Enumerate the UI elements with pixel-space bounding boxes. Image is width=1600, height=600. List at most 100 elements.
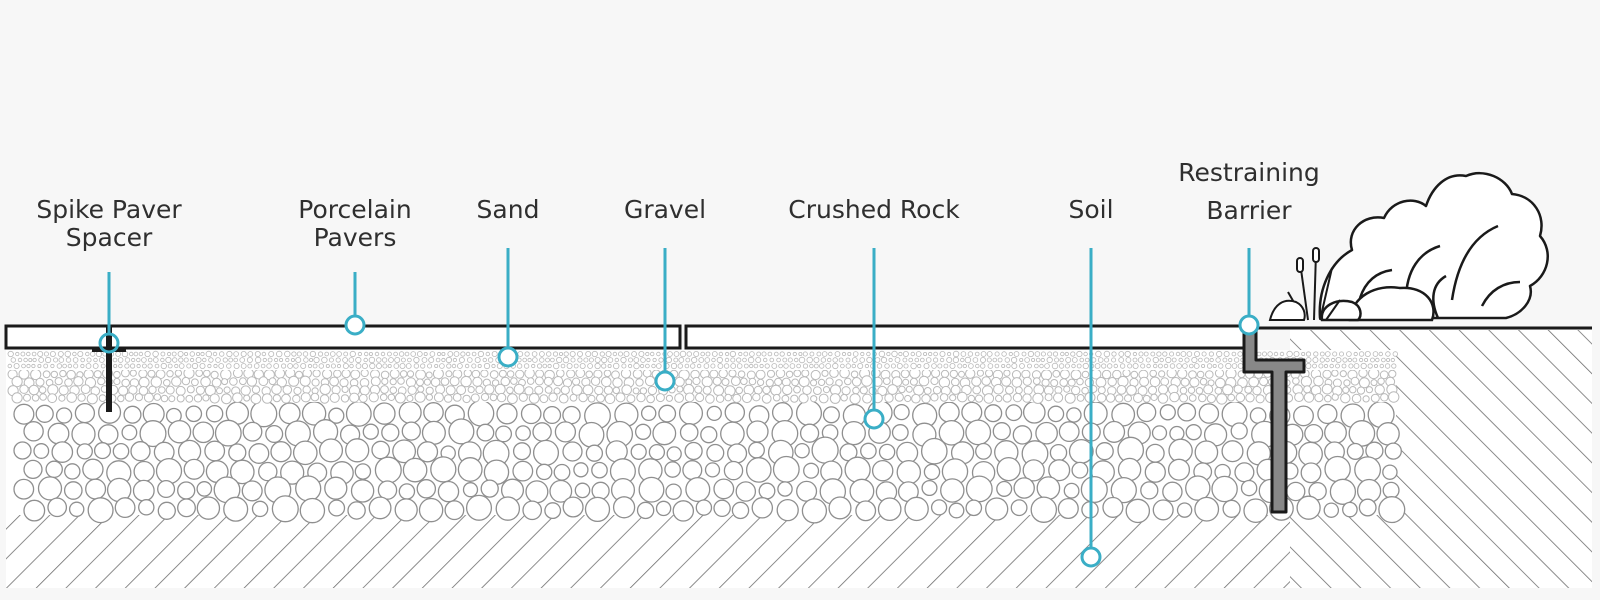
- gravel-stone: [1160, 377, 1170, 387]
- sand-grain: [1305, 357, 1312, 363]
- crushed-rock-stone: [704, 462, 721, 478]
- sand-grain: [946, 356, 953, 363]
- gravel-stone: [425, 386, 434, 395]
- gravel-stone: [793, 369, 802, 378]
- crushed-rock-stone: [82, 458, 104, 481]
- gravel-stone: [1370, 393, 1380, 403]
- sand-grain: [717, 363, 724, 369]
- gravel-stone: [732, 393, 742, 403]
- crushed-rock-stone: [1300, 462, 1322, 484]
- gravel-stone: [1015, 386, 1023, 395]
- sand-grain: [531, 351, 538, 357]
- crushed-rock-stone: [1057, 497, 1079, 520]
- sand-grain: [729, 350, 737, 358]
- gravel-stone: [676, 385, 684, 393]
- sand-grain: [1040, 351, 1046, 357]
- gravel-stone: [822, 386, 831, 394]
- crushed-rock-stone: [223, 496, 249, 522]
- gravel-stone: [712, 376, 722, 386]
- crushed-rock-stone: [685, 476, 711, 503]
- sand-grain: [917, 363, 922, 369]
- gravel-stone: [757, 378, 765, 386]
- crushed-rock-stone: [402, 457, 428, 483]
- sand-grain: [1391, 363, 1397, 369]
- gravel-stone: [1067, 378, 1076, 387]
- sand-grain: [816, 351, 822, 357]
- gravel-stone: [124, 392, 135, 402]
- gravel-stone: [859, 386, 868, 395]
- gravel-stone: [515, 369, 525, 379]
- gravel-stone: [1052, 369, 1061, 378]
- gravel-stone: [58, 385, 69, 396]
- sand-grain: [1039, 363, 1044, 369]
- crushed-rock-stone: [921, 479, 938, 497]
- sand-grain: [1222, 357, 1228, 363]
- sand-grain: [1035, 357, 1041, 363]
- sand-grain: [759, 363, 764, 369]
- sand-grain: [435, 357, 441, 363]
- crushed-rock-stone: [1243, 498, 1269, 524]
- sand-grain: [460, 351, 466, 357]
- sand-grain: [226, 350, 233, 358]
- gravel-stone: [801, 369, 810, 378]
- sand-grain: [458, 356, 465, 363]
- crushed-rock-stone: [204, 440, 226, 462]
- gravel-stone: [281, 393, 291, 404]
- sand-grain: [65, 357, 72, 363]
- sand-grain: [1095, 350, 1102, 358]
- sand-grain: [809, 363, 814, 369]
- gravel-stone: [1222, 384, 1234, 396]
- sand-grain: [908, 357, 913, 363]
- gravel-stone: [47, 384, 59, 396]
- gravel-stone: [544, 386, 553, 394]
- gravel-stone: [440, 377, 450, 386]
- gravel-stone: [414, 391, 426, 403]
- gravel-stone: [603, 369, 612, 378]
- crushed-rock-stone: [544, 502, 562, 520]
- sand-grain: [184, 351, 189, 356]
- sand-grain: [85, 363, 92, 369]
- sand-grain: [115, 351, 121, 357]
- sand-grain: [974, 351, 980, 357]
- gravel-stone: [1001, 376, 1012, 387]
- crushed-rock-stone: [777, 481, 793, 497]
- crushed-rock-stone: [930, 499, 948, 516]
- sand-grain: [1001, 351, 1007, 357]
- sand-grain: [73, 363, 79, 369]
- gravel-stone: [1012, 392, 1023, 403]
- gravel-stone: [636, 392, 646, 403]
- sand-grain: [1237, 363, 1244, 369]
- sand-grain: [832, 362, 839, 370]
- sand-grain: [233, 357, 239, 363]
- sand-grain: [451, 363, 457, 369]
- sand-grain: [607, 363, 612, 368]
- gravel-stone: [604, 393, 616, 405]
- sand-grain: [1178, 357, 1183, 363]
- sand-grain: [1034, 351, 1041, 357]
- gravel-stone: [840, 393, 848, 402]
- sand-grain: [890, 363, 896, 369]
- crushed-rock-stone: [1382, 481, 1400, 499]
- gravel-stone: [221, 378, 229, 386]
- gravel-stone: [268, 377, 277, 386]
- gravel-stone: [785, 370, 794, 378]
- crushed-rock-stone: [1169, 425, 1185, 442]
- crushed-rock-stone: [630, 443, 647, 460]
- crushed-rock-stone: [74, 402, 96, 424]
- gravel-stone: [1324, 394, 1332, 403]
- sand-grain: [273, 357, 279, 363]
- gravel-stone: [821, 369, 829, 377]
- gravel-stone: [221, 393, 232, 405]
- sand-grain: [806, 356, 813, 364]
- gravel-stone: [129, 369, 137, 377]
- sand-grain: [404, 351, 410, 357]
- crushed-rock-stone: [860, 442, 877, 460]
- gravel-stone: [884, 393, 894, 403]
- sand-grain: [453, 351, 460, 357]
- sand-grain: [531, 363, 536, 369]
- gravel-stone: [741, 392, 753, 404]
- gravel-stone: [449, 376, 460, 387]
- sand-grain: [445, 356, 452, 364]
- sand-grain: [312, 363, 318, 369]
- crushed-rock-stone: [1240, 479, 1258, 497]
